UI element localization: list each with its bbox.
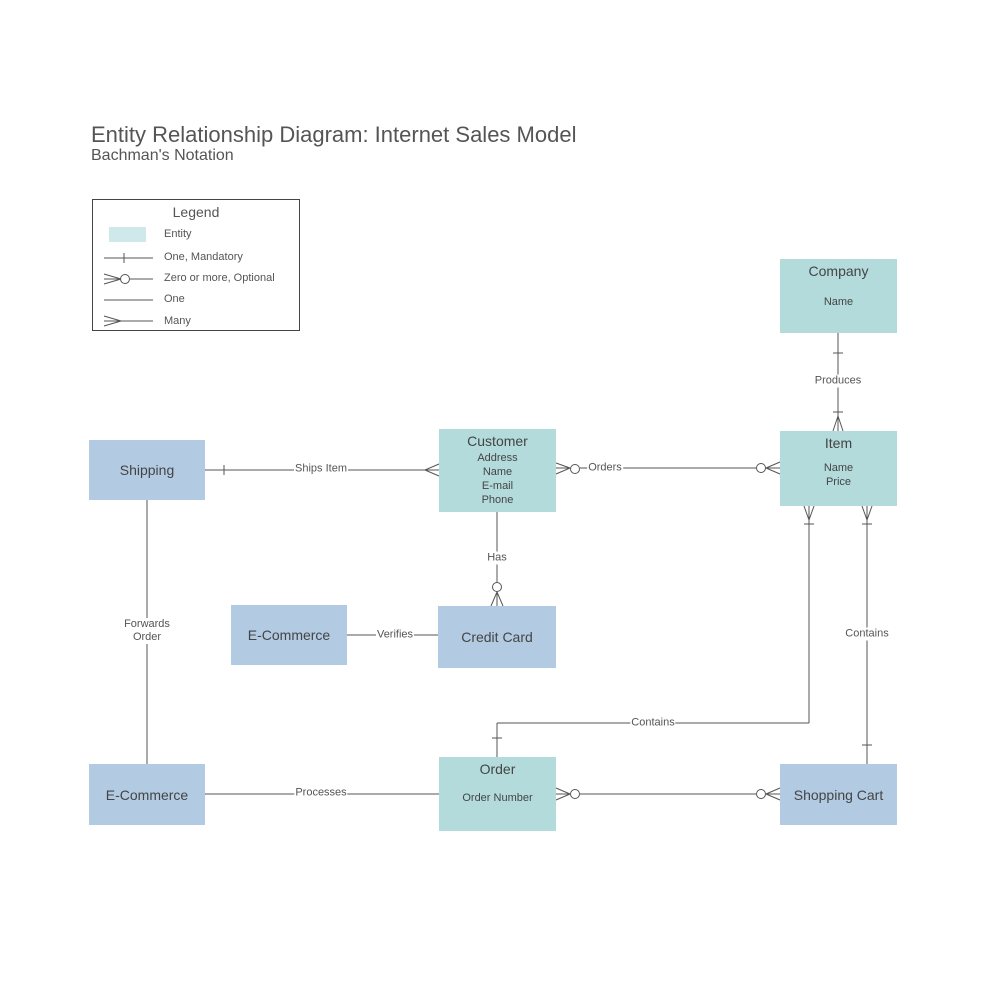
entity-item[interactable]: Item Name Price (780, 431, 897, 506)
legend-entity-label: Entity (164, 228, 192, 240)
rel-label-forwards-order: Forwards Order (123, 618, 171, 644)
line-order-shoppingcart (555, 787, 781, 801)
entity-item-attr: Name (823, 462, 854, 474)
rel-label-has: Has (486, 551, 508, 565)
entity-customer-attr: E-mail (481, 480, 514, 492)
legend-title: Legend (172, 204, 220, 220)
entity-order[interactable]: Order Order Number (439, 757, 556, 831)
entity-item-attr: Price (825, 476, 852, 488)
line-customer-creditcard (490, 512, 504, 607)
entity-company-name: Company (808, 263, 869, 279)
legend-zero-more-symbol (103, 273, 153, 285)
entity-customer[interactable]: Customer Address Name E-mail Phone (439, 429, 556, 512)
rel-label-orders: Orders (587, 461, 623, 475)
entity-shipping-name: Shipping (119, 462, 175, 478)
entity-order-attr: Order Number (462, 792, 533, 804)
legend-one-mandatory-symbol (104, 253, 153, 263)
page-subtitle: Bachman's Notation (91, 147, 234, 164)
legend-many-symbol (103, 315, 153, 327)
entity-credit-card-name: Credit Card (461, 629, 533, 645)
entity-credit-card[interactable]: Credit Card (438, 606, 556, 668)
entity-ecommerce-bottom-name: E-Commerce (105, 786, 189, 803)
entity-company[interactable]: Company Name (780, 259, 897, 333)
rel-label-produces: Produces (813, 374, 863, 388)
entity-shipping[interactable]: Shipping (89, 440, 205, 500)
entity-ecommerce-top[interactable]: E-Commerce (231, 605, 347, 665)
entity-customer-name: Customer (467, 433, 528, 449)
line-company-item (832, 333, 844, 432)
entity-ecommerce-bottom[interactable]: E-Commerce (89, 764, 205, 825)
legend-many-label: Many (164, 315, 191, 327)
legend: Legend Entity One, Mandatory Zero or mor… (92, 199, 300, 331)
rel-label-contains-order-item: Contains (630, 716, 676, 730)
rel-label-verifies: Verifies (375, 628, 415, 642)
entity-customer-attr: Name (482, 466, 513, 478)
legend-zero-more-label: Zero or more, Optional (164, 272, 275, 284)
entity-customer-attr: Address (477, 452, 518, 464)
rel-label-contains-cart-item: Contains (844, 627, 890, 641)
entity-customer-attr: Phone (481, 494, 514, 506)
entity-order-name: Order (479, 761, 516, 777)
rel-label-processes: Processes (294, 786, 348, 800)
page-title: Entity Relationship Diagram: Internet Sa… (91, 122, 577, 147)
entity-company-attr: Name (823, 296, 854, 308)
entity-shopping-cart-name: Shopping Cart (793, 786, 884, 803)
legend-one-label: One (164, 293, 185, 305)
entity-item-name: Item (824, 435, 853, 451)
legend-one-mandatory-label: One, Mandatory (164, 251, 243, 263)
rel-label-ships-item: Ships Item (294, 462, 348, 476)
legend-entity-swatch (109, 227, 146, 242)
entity-shopping-cart[interactable]: Shopping Cart (780, 764, 897, 825)
entity-ecommerce-top-name: E-Commerce (247, 627, 331, 643)
